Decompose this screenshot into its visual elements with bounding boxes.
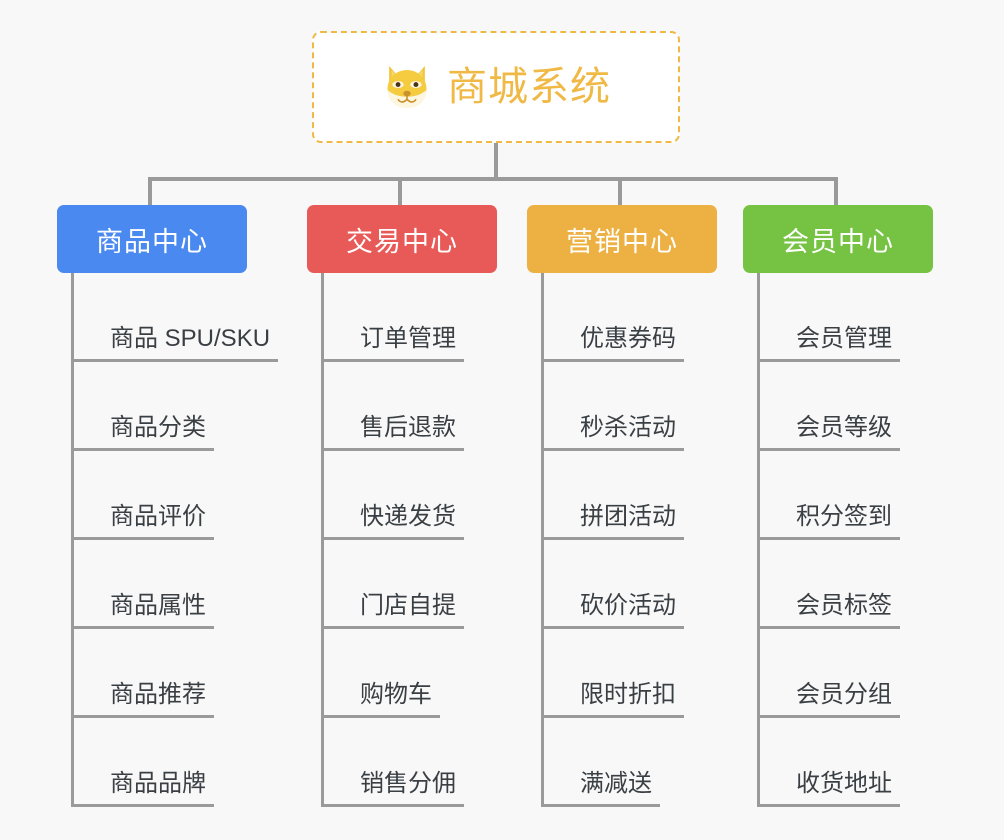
branch-column-4: 会员中心 会员管理 会员等级 积分签到 会员标签 会员分组	[743, 205, 933, 807]
root-node[interactable]: 商城系统	[312, 31, 680, 143]
leaf-underline	[544, 804, 580, 807]
leaf-label: 商品分类	[108, 413, 214, 451]
leaf-item[interactable]: 会员等级	[760, 362, 933, 451]
connector-drop-2	[398, 177, 402, 209]
leaf-label: 快递发货	[358, 502, 464, 540]
leaf-label: 售后退款	[358, 413, 464, 451]
leaf-underline	[760, 626, 796, 629]
leaf-label: 购物车	[358, 680, 440, 718]
leaf-item[interactable]: 秒杀活动	[544, 362, 717, 451]
leaf-stack-2: 订单管理 售后退款 快递发货 门店自提 购物车 销售分佣	[321, 273, 497, 807]
branch-header-4[interactable]: 会员中心	[743, 205, 933, 273]
root-title: 商城系统	[447, 65, 611, 109]
leaf-item[interactable]: 售后退款	[324, 362, 497, 451]
leaf-underline	[324, 448, 360, 451]
leaf-underline	[74, 715, 110, 718]
leaf-label: 满减送	[578, 769, 660, 807]
leaf-item[interactable]: 门店自提	[324, 540, 497, 629]
connector-root-vertical	[494, 143, 498, 181]
leaf-item[interactable]: 商品推荐	[74, 629, 247, 718]
leaf-underline	[544, 537, 580, 540]
branch-header-label-1: 商品中心	[96, 226, 208, 257]
leaf-stack-3: 优惠券码 秒杀活动 拼团活动 砍价活动 限时折扣 满减送	[541, 273, 717, 807]
leaf-label: 优惠券码	[578, 324, 684, 362]
leaf-underline	[544, 626, 580, 629]
leaf-item[interactable]: 商品评价	[74, 451, 247, 540]
leaf-label: 商品推荐	[108, 680, 214, 718]
leaf-stack-4: 会员管理 会员等级 积分签到 会员标签 会员分组 收货地址	[757, 273, 933, 807]
leaf-item[interactable]: 满减送	[544, 718, 717, 807]
connector-horizontal-bus	[148, 177, 838, 181]
connector-drop-4	[834, 177, 838, 209]
leaf-item[interactable]: 优惠券码	[544, 273, 717, 362]
branch-header-2[interactable]: 交易中心	[307, 205, 497, 273]
leaf-label: 会员标签	[794, 591, 900, 629]
leaf-underline	[324, 626, 360, 629]
leaf-label: 积分签到	[794, 502, 900, 540]
leaf-item[interactable]: 会员分组	[760, 629, 933, 718]
leaf-underline	[324, 804, 360, 807]
leaf-label: 商品评价	[108, 502, 214, 540]
branch-header-1[interactable]: 商品中心	[57, 205, 247, 273]
leaf-item[interactable]: 拼团活动	[544, 451, 717, 540]
branch-header-label-3: 营销中心	[566, 226, 678, 257]
leaf-label: 砍价活动	[578, 591, 684, 629]
leaf-underline	[74, 448, 110, 451]
branch-header-label-2: 交易中心	[346, 226, 458, 257]
dog-face-icon	[387, 65, 427, 109]
leaf-underline	[760, 448, 796, 451]
leaf-underline	[544, 448, 580, 451]
leaf-underline	[760, 804, 796, 807]
branch-header-3[interactable]: 营销中心	[527, 205, 717, 273]
leaf-item[interactable]: 收货地址	[760, 718, 933, 807]
leaf-underline	[760, 359, 796, 362]
leaf-item[interactable]: 商品属性	[74, 540, 247, 629]
leaf-item[interactable]: 快递发货	[324, 451, 497, 540]
leaf-underline	[74, 537, 110, 540]
leaf-label: 销售分佣	[358, 769, 464, 807]
leaf-label: 门店自提	[358, 591, 464, 629]
branch-column-1: 商品中心 商品 SPU/SKU 商品分类 商品评价 商品属性 商品推荐	[57, 205, 279, 807]
leaf-label: 会员等级	[794, 413, 900, 451]
leaf-underline	[74, 359, 110, 362]
leaf-item[interactable]: 砍价活动	[544, 540, 717, 629]
leaf-item[interactable]: 限时折扣	[544, 629, 717, 718]
leaf-stack-1: 商品 SPU/SKU 商品分类 商品评价 商品属性 商品推荐 商品品牌	[71, 273, 279, 807]
leaf-item[interactable]: 会员管理	[760, 273, 933, 362]
leaf-item[interactable]: 积分签到	[760, 451, 933, 540]
leaf-label: 会员管理	[794, 324, 900, 362]
leaf-item[interactable]: 商品分类	[74, 362, 247, 451]
leaf-underline	[74, 626, 110, 629]
leaf-label: 拼团活动	[578, 502, 684, 540]
leaf-label: 商品属性	[108, 591, 214, 629]
leaf-label: 商品 SPU/SKU	[108, 324, 279, 362]
leaf-underline	[324, 537, 360, 540]
leaf-underline	[544, 715, 580, 718]
leaf-underline	[324, 715, 360, 718]
branch-header-label-4: 会员中心	[782, 226, 894, 257]
leaf-label: 商品品牌	[108, 769, 214, 807]
leaf-underline	[760, 537, 796, 540]
leaf-item[interactable]: 销售分佣	[324, 718, 497, 807]
leaf-item[interactable]: 订单管理	[324, 273, 497, 362]
leaf-item[interactable]: 商品品牌	[74, 718, 247, 807]
leaf-underline	[760, 715, 796, 718]
branch-column-2: 交易中心 订单管理 售后退款 快递发货 门店自提 购物车	[307, 205, 497, 807]
leaf-item[interactable]: 会员标签	[760, 540, 933, 629]
connector-drop-1	[148, 177, 152, 209]
leaf-label: 限时折扣	[578, 680, 684, 718]
leaf-item[interactable]: 商品 SPU/SKU	[74, 273, 279, 362]
leaf-underline	[324, 359, 360, 362]
leaf-label: 收货地址	[794, 769, 900, 807]
leaf-label: 会员分组	[794, 680, 900, 718]
connector-drop-3	[618, 177, 622, 209]
leaf-label: 订单管理	[358, 324, 464, 362]
leaf-label: 秒杀活动	[578, 413, 684, 451]
leaf-underline	[544, 359, 580, 362]
branch-column-3: 营销中心 优惠券码 秒杀活动 拼团活动 砍价活动 限时折扣	[527, 205, 717, 807]
leaf-item[interactable]: 购物车	[324, 629, 497, 718]
leaf-underline	[74, 804, 110, 807]
